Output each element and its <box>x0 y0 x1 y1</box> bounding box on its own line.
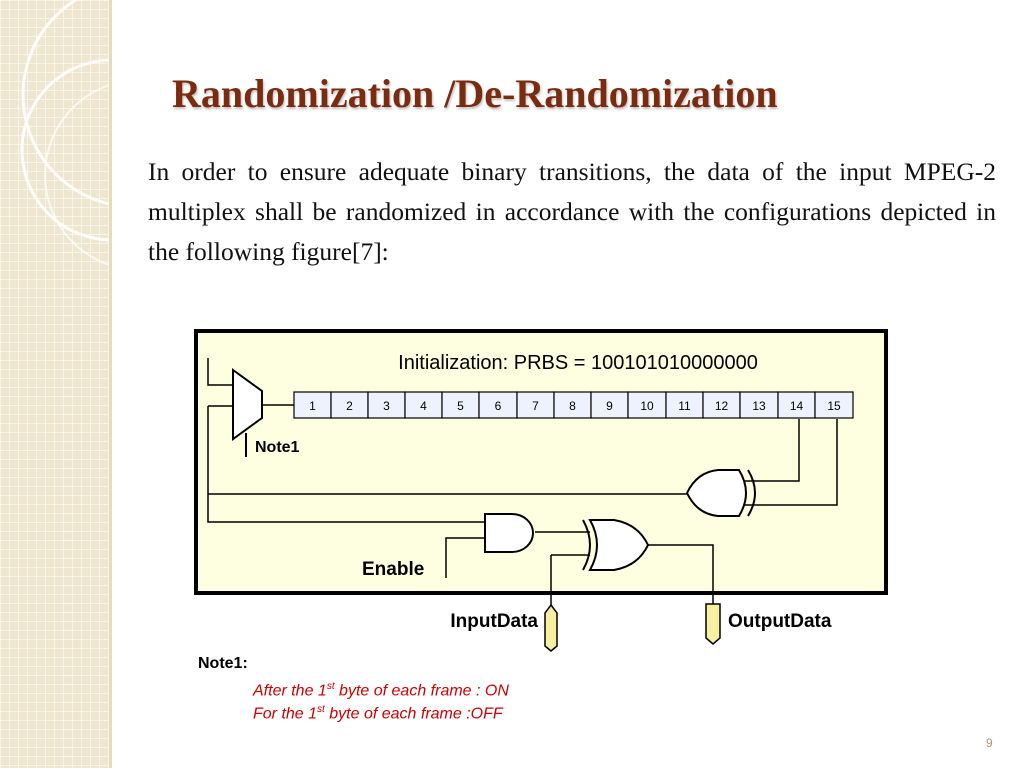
register-cell <box>330 391 369 419</box>
register-cell <box>516 391 555 419</box>
register-cell-label: 11 <box>678 399 691 413</box>
register-cell-label: 5 <box>457 399 464 413</box>
note-line-on: After the 1st byte of each frame : ON <box>253 681 509 700</box>
note-line-off-suffix: byte of each frame :OFF <box>324 705 503 723</box>
register-cell-label: 1 <box>309 399 316 413</box>
register-cell <box>478 391 518 419</box>
register-cell <box>814 391 854 419</box>
input-connector[interactable] <box>544 603 558 652</box>
inputdata-label: InputData <box>450 611 538 632</box>
register-cell-label: 9 <box>606 399 613 413</box>
decorative-side-band <box>0 0 112 768</box>
register-cell-label: 14 <box>790 399 804 413</box>
wire-outputdata <box>645 544 714 604</box>
note-line-on-prefix: After the 1 <box>253 682 327 700</box>
wire-stage15-to-xor <box>739 419 838 506</box>
register-cell <box>627 391 667 419</box>
register-cell-label: 6 <box>495 399 502 413</box>
decorative-circles <box>20 0 112 267</box>
wire-left-bus-to-and <box>207 406 485 523</box>
diagram-panel <box>194 329 888 595</box>
switch-symbol <box>232 368 263 441</box>
switch-label: Note1 <box>255 439 300 456</box>
outputdata-label: OutputData <box>728 611 832 632</box>
register-cell-label: 7 <box>532 399 539 413</box>
register-cell-label: 2 <box>346 399 353 413</box>
and-gate <box>484 513 534 553</box>
register-cell <box>702 391 741 419</box>
register-cell-label: 15 <box>827 399 841 413</box>
note-line-off-sup: st <box>317 704 325 715</box>
wire-stage14-to-xor <box>739 419 800 482</box>
register-cell-label: 13 <box>752 399 766 413</box>
enable-label: Enable <box>362 559 424 580</box>
output-connector[interactable] <box>705 603 721 645</box>
note-line-off-prefix: For the 1 <box>253 705 318 723</box>
xor-gate-data <box>582 519 650 571</box>
register-cell-label: 10 <box>640 399 654 413</box>
note-line-off: For the 1st byte of each frame :OFF <box>253 704 503 723</box>
register-cell <box>590 391 629 419</box>
register-cell-label: 8 <box>569 399 576 413</box>
note-title: Note1: <box>198 655 248 672</box>
register-cell-label: 4 <box>420 399 427 413</box>
register-cell <box>367 391 406 419</box>
wires <box>207 358 838 612</box>
init-label: Initialization: PRBS = 100101010000000 <box>398 352 758 374</box>
slide-title: Randomization /De-Randomization <box>172 71 778 116</box>
register-cell-label: 3 <box>383 399 390 413</box>
note-line-on-sup: st <box>326 681 335 692</box>
slide-body-text: In order to ensure adequate binary trans… <box>148 157 996 266</box>
slide-number: 9 <box>986 736 993 750</box>
register-cell-label: 12 <box>715 399 729 413</box>
note-line-on-suffix: byte of each frame : ON <box>334 682 509 700</box>
wire-feedback-to-switch <box>207 358 233 386</box>
wire-enable-to-and <box>445 537 485 578</box>
register-cell <box>665 391 704 419</box>
side-band-edge <box>109 0 112 768</box>
register-cell <box>404 391 443 419</box>
xor-gate-feedback <box>685 469 756 517</box>
register-cell <box>293 391 332 419</box>
register-cell <box>441 391 480 419</box>
